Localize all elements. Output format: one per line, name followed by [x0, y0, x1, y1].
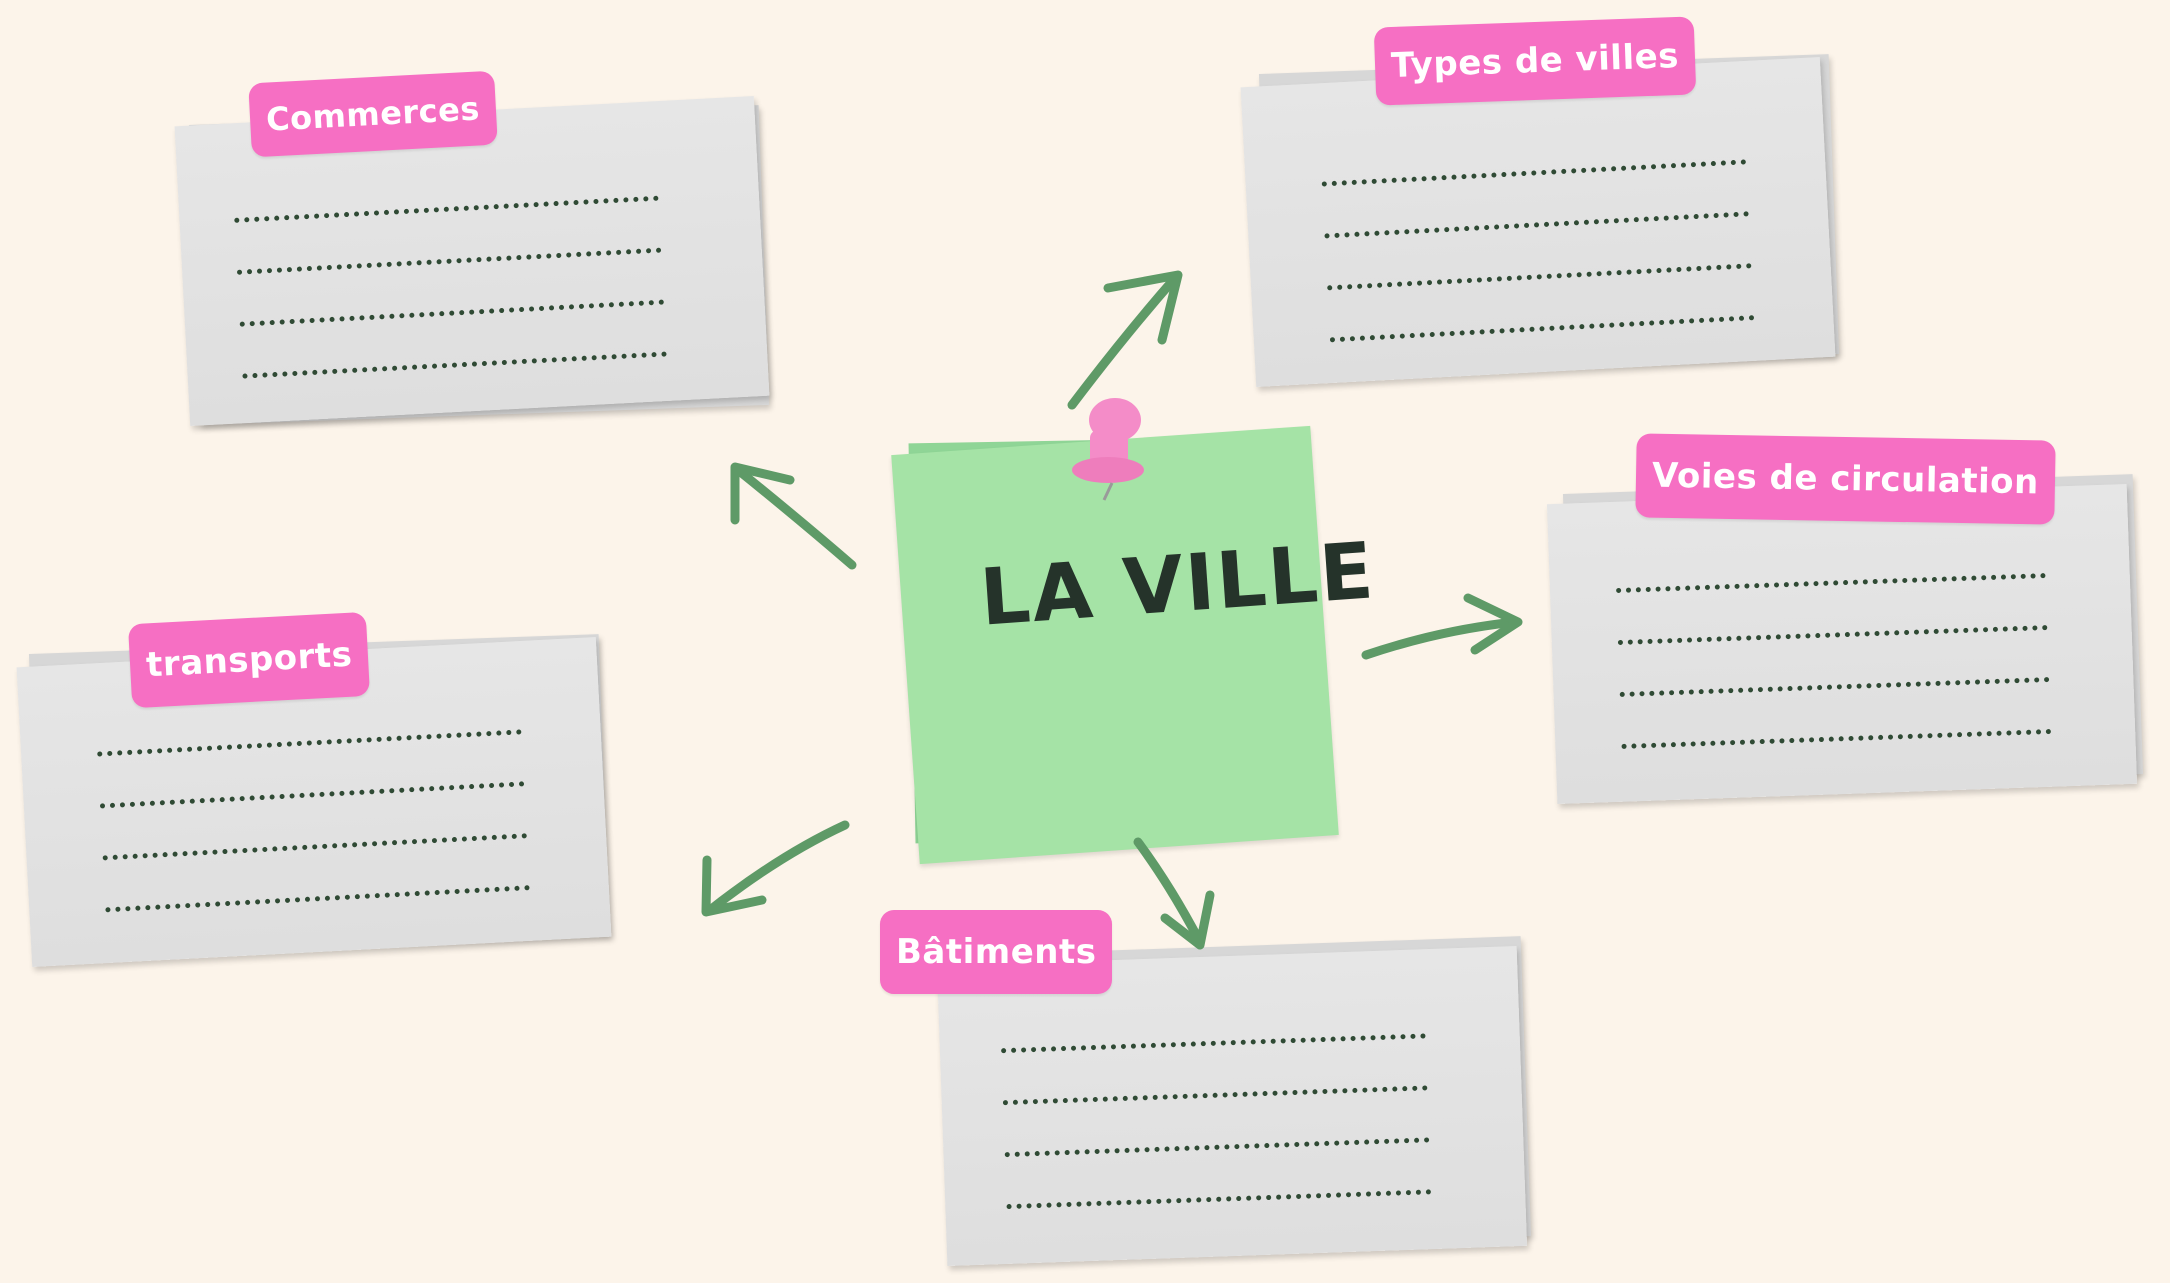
arrow-to-transports [701, 820, 850, 917]
push-pin-icon [1072, 398, 1144, 501]
arrow-to-batiments [1133, 837, 1215, 950]
label-batiments: Bâtiments [880, 910, 1113, 994]
arrow-to-commerces [730, 462, 857, 570]
arrow-to-types-de-villes [1067, 270, 1183, 410]
arrow-to-voies-de-circulation [1361, 593, 1523, 660]
